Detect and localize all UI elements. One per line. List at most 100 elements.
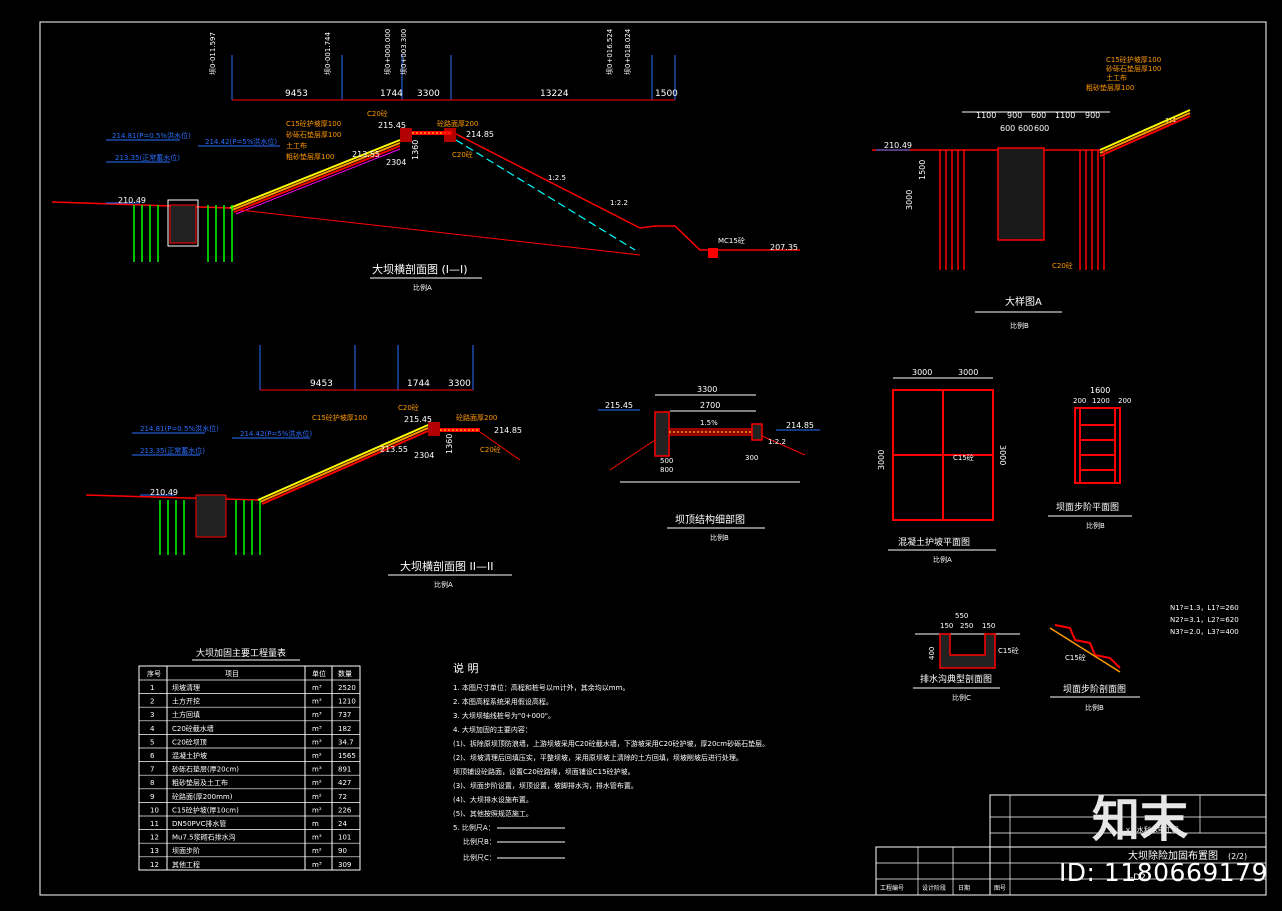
note-line: 2. 本图高程系统采用假设高程。 — [453, 697, 553, 706]
station-label: 坝0-011.597 — [208, 32, 217, 75]
table-cell: 坝面步阶 — [172, 846, 200, 855]
table-cell: C15砼护坡(厚10cm) — [172, 805, 239, 814]
table-cell: DN50PVC排水管 — [172, 819, 226, 828]
level-label: 210.49 — [150, 488, 178, 497]
layer-label: C15砼护坡厚100 — [312, 413, 367, 422]
dim-label: 1360 — [411, 140, 420, 160]
dim-label: 150 — [982, 622, 995, 630]
level-label: 215.45 — [404, 415, 432, 424]
table-cell: 1210 — [338, 698, 356, 706]
table-cell: 混凝土护坡 — [172, 751, 207, 760]
table-cell: 土方开挖 — [172, 697, 200, 706]
note-line: N2?=3.1，L2?=620 — [1170, 616, 1239, 624]
table-cell: m² — [312, 847, 322, 855]
table-cell: 12 — [150, 861, 159, 869]
detail-a: 1100 900 600 1100 900 600 600 600 3000 1… — [872, 55, 1191, 330]
level-label: 214.42(P=5%洪水位) — [205, 137, 277, 146]
dim-label: 800 — [660, 466, 673, 474]
layer-label: 粗砂垫层厚100 — [1086, 83, 1134, 92]
step-section: N1?=1.3，L1?=260 N2?=3.1，L2?=620 N3?=2.0，… — [1049, 604, 1239, 712]
table-cell: m — [312, 820, 319, 828]
note-line: 4. 大坝加固的主要内容： — [453, 725, 532, 734]
layer-label: C15砼护坡厚100 — [1106, 55, 1161, 64]
table-cell: m³ — [312, 711, 322, 719]
table-header: 序号 — [147, 669, 161, 678]
section-2: 9453 1744 3300 214.81(P=0.5%洪水位) 214.42(… — [85, 345, 522, 589]
table-cell: 砂砾石垫层(厚20cm) — [172, 765, 239, 774]
table-cell: 坝坡清理 — [172, 683, 200, 692]
level-label: 213.55 — [352, 150, 380, 159]
watermark-logo: 知末 — [1092, 792, 1189, 848]
table-cell: 粗砂垫层及土工布 — [172, 778, 228, 787]
level-label: 215.45 — [378, 121, 406, 130]
table-cell: 11 — [150, 820, 159, 828]
note-line: 坝顶铺设砼路面，设置C20砼路缘，坝面铺设C15砼护坡。 — [453, 767, 635, 776]
level-label: 210.49 — [884, 141, 912, 150]
section-title: 坝面步阶平面图 — [1056, 501, 1119, 513]
layer-label: 砂砾石垫层厚100 — [286, 130, 341, 139]
layer-label: 粗砂垫层厚100 — [286, 152, 334, 161]
layer-label: 土工布 — [286, 141, 307, 150]
dim-label: 3000 — [912, 368, 932, 377]
table-cell: 72 — [338, 793, 347, 801]
station-label: 坝0-001.744 — [323, 32, 332, 75]
note-line: (2)、坝坡清理后回填压实，平整坝坡，采用原坝坡上清除的土方回填，坝坡削坡后进行… — [453, 753, 743, 762]
note-line: 比例尺C： — [463, 853, 496, 862]
layer-label: 砼路面厚200 — [437, 119, 478, 128]
table-header: 项目 — [225, 670, 239, 678]
section-1: 坝0-011.597 坝0-001.744 坝0+000.000 坝0+003.… — [51, 28, 1177, 292]
table-cell: 182 — [338, 725, 351, 733]
station-label: 坝0+003.300 — [399, 29, 408, 75]
layer-label: C15砼 — [998, 646, 1019, 655]
table-title: 大坝加固主要工程量表 — [196, 647, 286, 659]
slope-label: 1:2.5 — [548, 174, 566, 182]
section-title: 混凝土护坡平面图 — [898, 536, 970, 548]
dim-label: 600 — [1018, 124, 1033, 133]
dim-label: 3000 — [998, 445, 1007, 465]
tb-footer: 设计阶段 — [922, 884, 946, 892]
step-plan: 1600 200 1200 200 坝面步阶平面图 比例B — [1048, 386, 1132, 530]
table-cell: 737 — [338, 711, 351, 719]
slab-plan: 3000 3000 3000 3000 C15砼 混凝土护坡平面图 比例A — [877, 368, 1007, 564]
table-cell: 4 — [150, 725, 155, 733]
dim-label: 1100 — [976, 111, 996, 120]
table-cell: m³ — [312, 725, 322, 733]
title-block: ××水利水电工程 大坝除险加固布置图 (2/2) -D2 工程编号 设计阶段 日… — [875, 794, 1267, 896]
table-cell: m² — [312, 752, 322, 760]
table-cell: 3 — [150, 711, 154, 719]
slope-label: 1.5% — [700, 419, 718, 427]
design-unit: ××水利水电工程 — [1125, 825, 1179, 834]
table-cell: 7 — [150, 766, 154, 774]
table-header: 单位 — [312, 669, 326, 678]
drain-section: 550 150 250 150 400 C15砼 排水沟典型剖面图 比例C — [913, 612, 1020, 702]
dim-label: 3000 — [958, 368, 978, 377]
section-scale: 比例A — [933, 555, 952, 564]
section-scale: 比例B — [1086, 521, 1105, 530]
level-label: 214.42(P=5%洪水位) — [240, 429, 312, 438]
dim-label: 900 — [1007, 111, 1022, 120]
dim-label: 3300 — [697, 385, 717, 394]
table-cell: m³ — [312, 684, 322, 692]
table-cell: m² — [312, 806, 322, 814]
level-label: 215.45 — [605, 401, 633, 410]
table-cell: m³ — [312, 698, 322, 706]
layer-label: 土工布 — [1106, 73, 1127, 82]
table-cell: 12 — [150, 834, 159, 842]
layer-label: C20砼 — [452, 150, 473, 159]
table-cell: Mu7.5浆砌石排水沟 — [172, 833, 236, 842]
dim-label: 9453 — [310, 379, 333, 389]
section-title: 大坝横剖面图 II—II — [400, 559, 493, 573]
table-cell: 土方回填 — [172, 710, 200, 719]
dim-label: 1744 — [380, 89, 403, 99]
section-title: 大坝横剖面图 (I—I) — [372, 262, 468, 276]
level-label: 213.35(正常蓄水位) — [140, 446, 205, 455]
table-cell: m² — [312, 793, 322, 801]
section-title: 坝顶结构细部图 — [675, 513, 745, 526]
table-cell: 90 — [338, 847, 347, 855]
section-scale: 比例B — [1085, 703, 1104, 712]
notes: 说 明 1. 本图尺寸单位：高程和桩号以m计外，其余均以mm。 2. 本图高程系… — [453, 661, 769, 862]
tb-footer: 工程编号 — [880, 884, 904, 892]
section-title: 大样图A — [1005, 295, 1042, 308]
note-line: N1?=1.3，L1?=260 — [1170, 604, 1239, 612]
